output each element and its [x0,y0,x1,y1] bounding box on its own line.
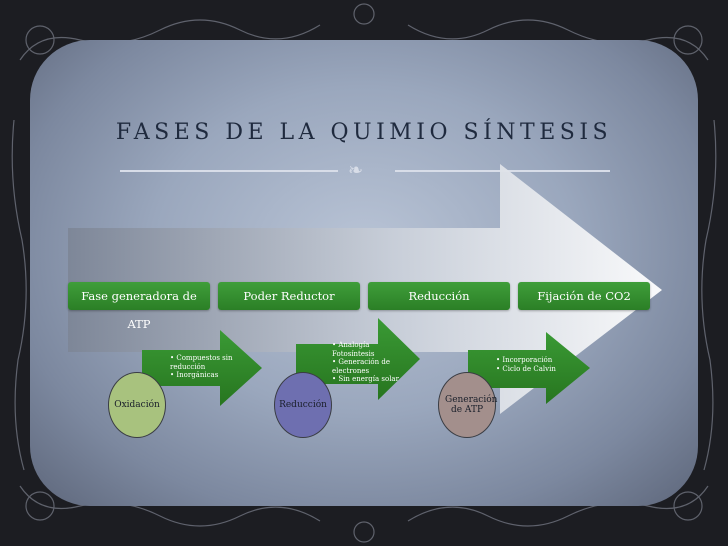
sub-arrow-3-list: Incorporación Ciclo de Calvin [496,356,566,373]
phase-reducing-power: Poder Reductor [218,282,360,310]
circle-atp-generation: Generación de ATP [438,372,498,438]
circle-oxidation: Oxidación [108,372,166,438]
phase-atp-generation: Fase generadora de ATP [68,282,210,331]
bullet-item: Sin energía solar [332,375,402,384]
circle-label: Oxidación [114,400,160,410]
bullet-item: Compuestos sin reducción [170,354,240,371]
slide-title: Fases de la quimio síntesis [115,120,613,145]
circle-reduction: Reducción [274,372,332,438]
sub-arrow-1-list: Compuestos sin reducción Inorgánicas [170,354,240,380]
bullet-item: Ciclo de Calvin [496,365,566,374]
title-divider-left [120,170,338,172]
phase-co2-fixation: Fijación de CO2 [518,282,650,310]
bullet-item: Inorgánicas [170,371,240,380]
flourish-icon: ❧ [348,160,364,181]
circle-label: Reducción [279,400,327,410]
circle-label: Generación de ATP [445,395,498,415]
bullet-item: Incorporación [496,356,566,365]
phase-reduction: Reducción [368,282,510,310]
bullet-item: Generación de electrones [332,358,402,375]
sub-arrow-2-list: Analogía Fotosíntesis Generación de elec… [332,341,402,384]
bullet-item: Analogía Fotosíntesis [332,341,402,358]
